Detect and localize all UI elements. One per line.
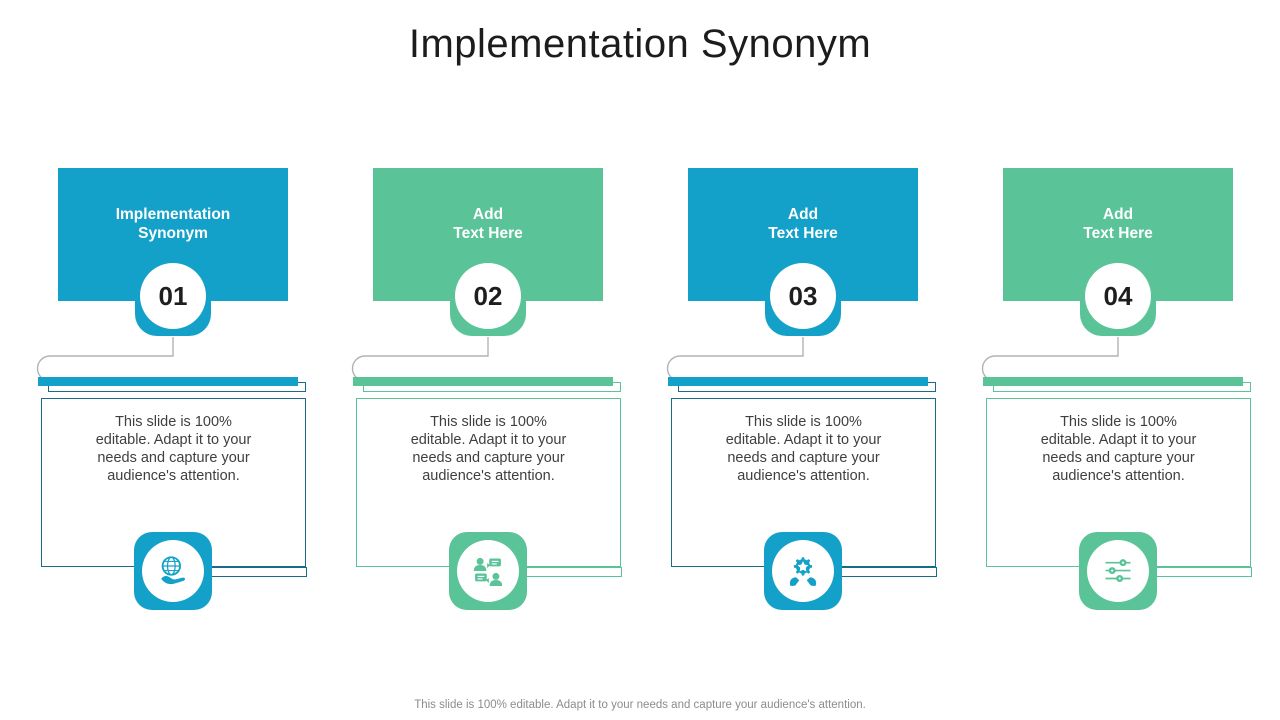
people-conversation-icon: [473, 557, 503, 586]
accent-bar: [668, 377, 928, 386]
accent-bar: [353, 377, 613, 386]
step-heading-line2: Text Here: [453, 224, 523, 242]
step-heading-line2: Text Here: [1083, 224, 1153, 242]
step-column-2: Add Text Here 02 This slide is 100% edit…: [343, 0, 633, 720]
accent-bar: [38, 377, 298, 386]
step-body-text: This slide is 100% editable. Adapt it to…: [1040, 414, 1197, 484]
step-heading-line2: Synonym: [138, 224, 208, 242]
globe-in-hand-icon: [161, 556, 186, 585]
step-column-1: Implementation Synonym 01 This slide is …: [28, 0, 318, 720]
accent-bar: [983, 377, 1243, 386]
step-heading-line2: Text Here: [768, 224, 838, 242]
step-heading-line1: Add: [787, 205, 819, 223]
step-body-text: This slide is 100% editable. Adapt it to…: [95, 414, 252, 484]
step-icon-tile: [1079, 532, 1157, 610]
slide-footer: This slide is 100% editable. Adapt it to…: [414, 699, 866, 711]
step-icon-tile: [449, 532, 527, 610]
step-column-3: Add Text Here 03 This slide is 100% edit…: [658, 0, 948, 720]
step-number-badge: 02: [455, 263, 521, 329]
step-column-4: Add Text Here 04 This slide is 100% edit…: [973, 0, 1263, 720]
slide-title: Implementation Synonym: [408, 22, 872, 66]
step-heading-line1: Add: [1102, 205, 1134, 223]
hands-holding-gear-star-icon: [789, 557, 817, 587]
step-body-text: This slide is 100% editable. Adapt it to…: [410, 414, 567, 484]
step-text-box: This slide is 100% editable. Adapt it to…: [986, 398, 1251, 567]
step-icon-tile: [764, 532, 842, 610]
step-heading-line1: Implementation: [115, 205, 231, 223]
step-number-badge: 04: [1085, 263, 1151, 329]
step-number-badge: 01: [140, 263, 206, 329]
step-heading-line1: Add: [472, 205, 504, 223]
sliders-icon: [1105, 559, 1131, 582]
step-icon-tile: [134, 532, 212, 610]
icon-disc: [457, 540, 519, 602]
step-number-badge: 03: [770, 263, 836, 329]
step-header: Add Text Here: [1003, 168, 1233, 301]
step-body-text: This slide is 100% editable. Adapt it to…: [725, 414, 882, 484]
